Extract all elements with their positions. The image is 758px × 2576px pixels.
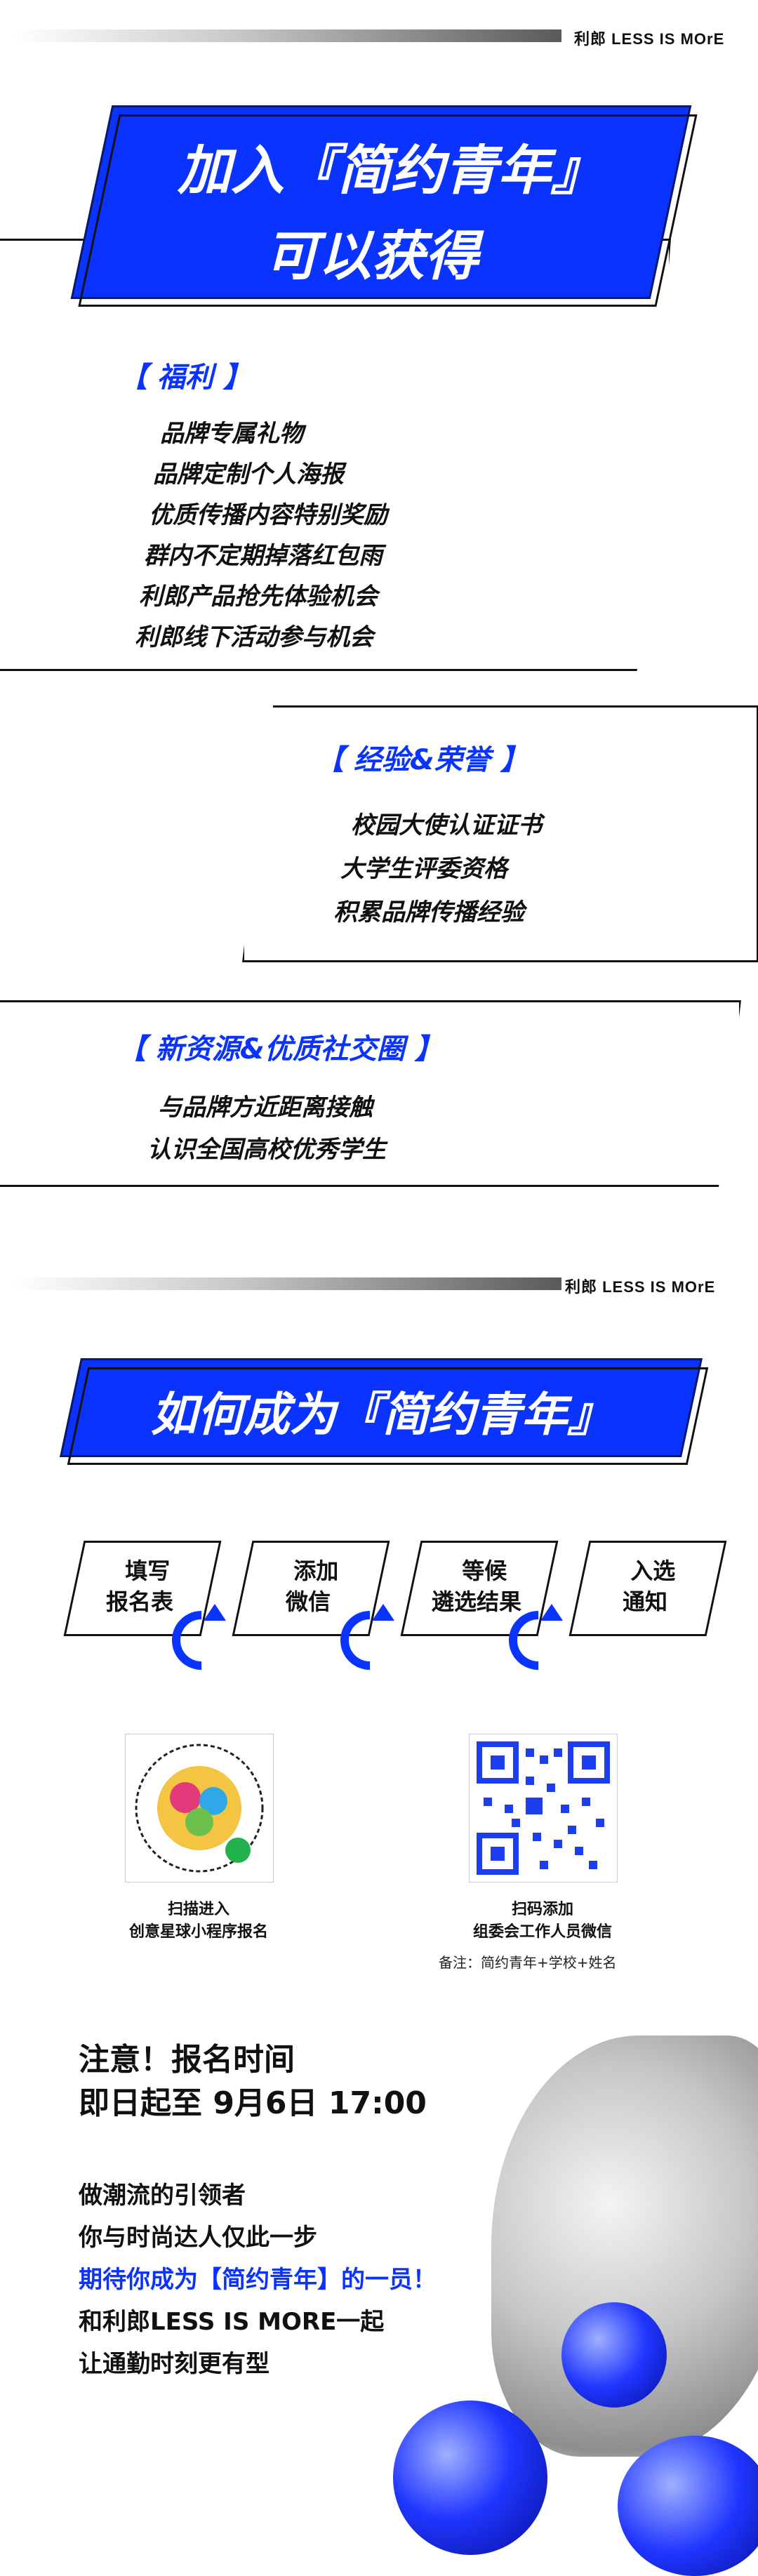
decor-blue-orb (393, 2401, 547, 2555)
top-gradient-bar (14, 29, 561, 42)
footer-line: 让通勤时刻更有型 (79, 2350, 270, 2378)
caption-line2: 组委会工作人员微信 (472, 1923, 612, 1941)
brand-logo: 利郎 LESS IS MOrE (574, 30, 725, 48)
honor-item: 积累品牌传播经验 (333, 898, 524, 927)
footer-highlight: 期待你成为【简约青年】的一员！ (79, 2266, 437, 2294)
top-gradient-bar-2 (14, 1277, 561, 1290)
notice-title: 注意！报名时间 (79, 2042, 295, 2078)
caption-line1: 扫描进入 (167, 1901, 230, 1918)
footer-line: 做潮流的引领者 (79, 2182, 246, 2210)
wechat-qr-icon (469, 1734, 618, 1883)
step-line1: 等候 (462, 1558, 507, 1584)
step-line2: 遴选结果 (431, 1588, 521, 1615)
welfare-item: 品牌专属礼物 (160, 420, 303, 448)
step-line2: 通知 (622, 1588, 667, 1615)
step-line2: 报名表 (105, 1588, 173, 1615)
mini-program-caption: 扫描进入 创意星球小程序报名 (91, 1899, 306, 1944)
step-notified: 入选 通知 (568, 1541, 727, 1636)
wechat-note: 备注：简约青年+学校+姓名 (439, 1954, 617, 1971)
arrow-tip-icon (540, 1604, 563, 1621)
decor-blue-orb (618, 2436, 758, 2576)
join-banner: 加入『简约青年』 可以获得 (70, 105, 692, 299)
welfare-item: 品牌定制个人海报 (153, 460, 344, 489)
network-item: 与品牌方近距离接触 (158, 1094, 373, 1122)
honor-item: 校园大使认证证书 (351, 811, 542, 839)
caption-line1: 扫码添加 (511, 1901, 573, 1918)
mini-program-qr-icon (125, 1734, 274, 1883)
join-banner-line1: 加入『简约青年』 (178, 139, 605, 201)
decor-blue-orb (561, 2302, 667, 2408)
step-line1: 入选 (630, 1558, 676, 1584)
notice-deadline: 即日起至 9月6日 17:00 (79, 2085, 427, 2121)
welfare-panel (0, 239, 671, 671)
honor-item: 大学生评委资格 (340, 855, 507, 883)
arrow-tip-icon (204, 1604, 226, 1621)
step-line2: 微信 (285, 1588, 331, 1615)
welfare-item: 优质传播内容特别奖励 (149, 501, 387, 529)
welfare-item: 利郎线下活动参与机会 (135, 623, 373, 651)
network-panel (0, 1000, 741, 1187)
wechat-caption: 扫码添加 组委会工作人员微信 (427, 1899, 658, 1944)
welfare-item: 利郎产品抢先体验机会 (139, 583, 378, 611)
welfare-item: 群内不定期掉落红包雨 (144, 542, 383, 570)
how-to-banner: 如何成为『简约青年』 (60, 1358, 703, 1457)
caption-line2: 创意星球小程序报名 (128, 1923, 268, 1941)
arrow-tip-icon (372, 1604, 394, 1621)
footer-line: 你与时尚达人仅此一步 (79, 2224, 317, 2252)
welfare-title: 【 福利 】 (119, 361, 251, 394)
honor-title: 【 经验&荣誉 】 (316, 744, 528, 776)
how-to-banner-text: 如何成为『简约青年』 (150, 1388, 614, 1442)
step-line1: 填写 (125, 1558, 171, 1584)
step-line1: 添加 (293, 1558, 339, 1584)
footer-line: 和利郎LESS IS MORE一起 (79, 2308, 385, 2336)
honor-panel (242, 705, 758, 962)
network-item: 认识全国高校优秀学生 (147, 1136, 386, 1164)
brand-logo-2: 利郎 LESS IS MOrE (565, 1278, 716, 1296)
join-banner-line2: 可以获得 (265, 225, 479, 287)
network-title: 【 新资源&优质社交圈 】 (118, 1033, 443, 1065)
